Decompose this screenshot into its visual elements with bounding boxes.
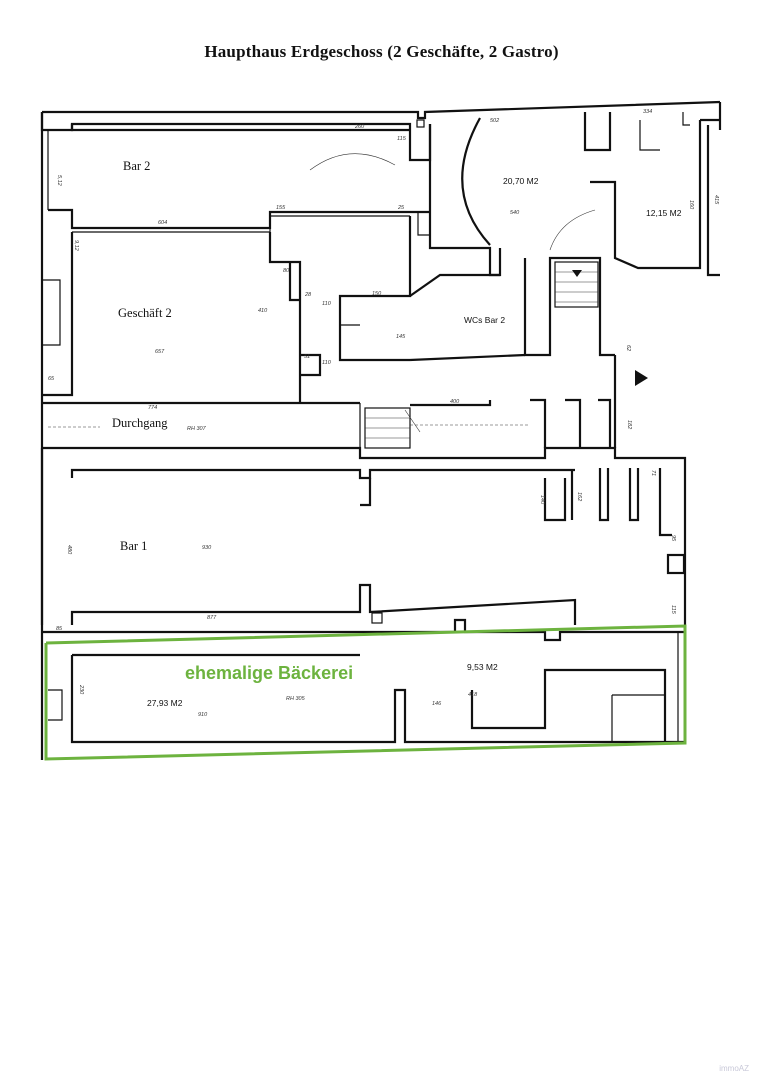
dim-85: 85 — [56, 626, 63, 632]
dim-260: 260 — [354, 124, 365, 130]
dim-margin-1: 5,12 — [56, 175, 62, 186]
staircase-upper — [523, 256, 615, 357]
dim-604: 604 — [158, 220, 167, 226]
dim-540: 540 — [510, 210, 520, 216]
dim-115-b: 115 — [670, 605, 676, 615]
dim-rh-305: RH 305 — [286, 696, 306, 702]
room-ehemalige-baeckerei: ehemalige Bäckerei 9,53 M2 27,93 M2 418 … — [42, 618, 687, 761]
dim-410: 410 — [258, 308, 268, 314]
dim-110-b: 110 — [322, 360, 332, 366]
area-20-70: 20,70 M2 — [503, 176, 539, 186]
dim-28: 28 — [304, 292, 312, 298]
dim-930: 930 — [202, 545, 212, 551]
dim-71: 71 — [650, 470, 656, 476]
dim-80: 80 — [283, 268, 290, 274]
dim-162: 162 — [576, 492, 582, 501]
plan-title: Haupthaus Erdgeschoss (2 Geschäfte, 2 Ga… — [204, 42, 559, 61]
outer-walls — [40, 100, 722, 760]
dim-334: 334 — [643, 109, 652, 115]
dim-657: 657 — [155, 349, 165, 355]
dim-62: 62 — [625, 345, 631, 351]
dim-774: 774 — [148, 405, 157, 411]
room-wcs-bar-2: WCs Bar 2 — [409, 273, 526, 362]
room-bar-1: Bar 1 930 877 85 115 95 62 140 162 71 — [40, 345, 687, 632]
dim-25: 25 — [397, 205, 405, 211]
dim-140: 140 — [539, 495, 545, 505]
watermark: immoAZ — [719, 1064, 749, 1073]
dim-115: 115 — [397, 136, 407, 142]
room-bar-2: Bar 2 260 115 604 155 25 — [48, 119, 432, 233]
room-label-bar-1: Bar 1 — [120, 539, 147, 553]
area-9-53: 9,53 M2 — [467, 662, 498, 672]
room-geschaeft-2: Geschäft 2 410 657 80 28 110 150 51 110 … — [42, 216, 412, 397]
dim-150: 150 — [372, 291, 382, 297]
shaft-marker — [416, 119, 425, 128]
highlight-label: ehemalige Bäckerei — [185, 663, 353, 683]
dim-400: 400 — [450, 399, 460, 405]
room-label-bar-2: Bar 2 — [123, 159, 150, 173]
dim-rh-307: RH 307 — [187, 426, 207, 432]
dim-margin-2: 9,12 — [73, 240, 79, 251]
dim-margin-3: 480 — [66, 545, 72, 555]
room-upper-right: 20,70 M2 12,15 M2 502 540 334 415 160 — [417, 109, 720, 277]
area-12-15: 12,15 M2 — [646, 208, 682, 218]
room-label-durchgang: Durchgang — [112, 416, 168, 430]
dim-146: 146 — [432, 701, 442, 707]
dim-415: 415 — [713, 195, 719, 205]
dim-155: 155 — [276, 205, 286, 211]
corridor-durchgang: Durchgang 774 RH 307 400 182 — [42, 355, 648, 449]
room-label-wcs-bar-2: WCs Bar 2 — [464, 315, 505, 325]
dim-160: 160 — [688, 200, 694, 210]
dim-182: 182 — [626, 420, 632, 429]
dim-145: 145 — [396, 334, 406, 340]
dim-110: 110 — [322, 301, 332, 307]
margin-dimensions: 5,12 9,12 480 230 — [56, 175, 84, 695]
highlight-frame — [44, 624, 687, 761]
dim-51: 51 — [304, 354, 310, 360]
dim-margin-4: 230 — [78, 684, 84, 695]
room-label-geschaeft-2: Geschäft 2 — [118, 306, 172, 320]
area-27-93: 27,93 M2 — [147, 698, 183, 708]
dim-65: 65 — [48, 376, 55, 382]
dim-502: 502 — [490, 118, 499, 124]
dim-95: 95 — [670, 535, 676, 542]
dim-418: 418 — [468, 692, 478, 698]
dim-910: 910 — [198, 712, 208, 718]
dim-877: 877 — [207, 615, 217, 621]
